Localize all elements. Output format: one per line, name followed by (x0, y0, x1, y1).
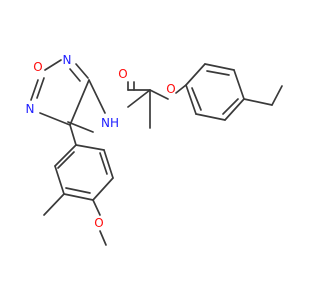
bond (65, 187, 91, 194)
bond (67, 121, 94, 133)
methoxy-oxygen-label: O (94, 216, 103, 230)
bond (224, 98, 245, 121)
bond (69, 79, 90, 126)
bond (222, 98, 239, 115)
bond (99, 230, 107, 246)
bond (88, 79, 106, 114)
bond (39, 112, 71, 126)
bond (43, 193, 65, 216)
bond (36, 77, 45, 99)
bond (195, 113, 226, 121)
bond (30, 79, 39, 101)
ring-nitrogen-left-label: N (26, 102, 35, 116)
bond (206, 70, 230, 76)
bond (175, 84, 187, 94)
bond (127, 89, 151, 108)
bond (44, 59, 62, 71)
ring-oxygen-label: O (33, 60, 42, 74)
bond (103, 149, 114, 179)
bonds (30, 59, 283, 246)
amide-nh-label: NH (101, 116, 119, 130)
bond (243, 98, 273, 106)
bond (69, 124, 77, 146)
bond (92, 177, 114, 201)
carbonyl-oxygen-label: O (118, 67, 127, 81)
bond (185, 63, 206, 86)
ring-nitrogen-top-label: N (63, 53, 72, 67)
molecule-structure: O N N NH O O O (26, 53, 283, 246)
bond (99, 152, 108, 175)
bond (57, 151, 75, 169)
bond (191, 87, 202, 111)
bond (54, 144, 77, 167)
bond (63, 193, 94, 201)
bond (204, 63, 235, 71)
atom-labels: O N N NH O O O (26, 53, 176, 230)
bond (75, 63, 89, 79)
bond (149, 89, 169, 100)
bond (54, 165, 65, 195)
ether-oxygen-label: O (166, 82, 175, 96)
bond (69, 68, 81, 82)
bond (75, 144, 105, 151)
bond (233, 69, 245, 100)
bond (92, 199, 101, 216)
bond (271, 85, 283, 106)
bond (185, 84, 197, 115)
